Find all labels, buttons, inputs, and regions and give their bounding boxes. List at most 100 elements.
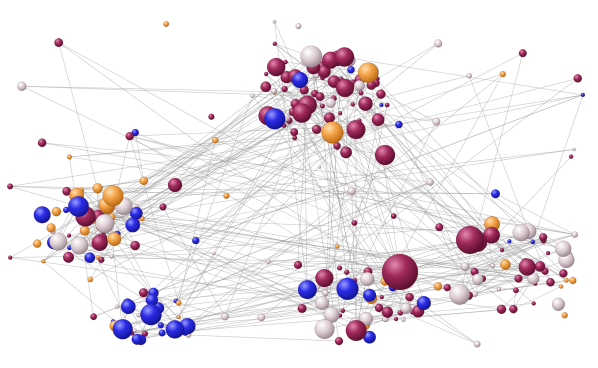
network-edge — [301, 117, 340, 342]
orange-node — [561, 312, 568, 319]
blue-node — [490, 189, 501, 199]
orange-node — [66, 154, 73, 160]
blue-node — [157, 322, 165, 329]
light-node — [272, 19, 277, 24]
purple-node — [381, 253, 419, 291]
light-node — [471, 273, 484, 286]
orange-node — [175, 299, 182, 306]
purple-node — [435, 223, 444, 232]
blue-node — [131, 128, 140, 137]
light-node — [212, 251, 216, 256]
purple-node — [297, 303, 307, 314]
purple-node — [91, 234, 108, 252]
purple-node — [66, 233, 72, 238]
purple-node — [319, 103, 326, 109]
light-node — [360, 271, 375, 287]
light-node — [321, 289, 329, 297]
network-edge — [111, 235, 123, 330]
network-edge — [90, 52, 523, 280]
orange-node — [569, 276, 577, 285]
orange-node — [102, 185, 124, 207]
network-edge — [345, 60, 350, 153]
orange-node — [211, 136, 219, 144]
light-node — [555, 240, 572, 257]
network-edge — [101, 213, 533, 279]
light-node — [250, 93, 255, 98]
network-edge — [495, 193, 576, 235]
light-node — [314, 319, 335, 340]
network-edge — [184, 73, 503, 333]
light-node — [460, 262, 470, 271]
blue-node — [530, 239, 536, 245]
network-edge — [322, 77, 488, 233]
orange-node — [41, 259, 46, 264]
light-node — [434, 39, 443, 48]
network-edge — [104, 67, 314, 224]
orange-node — [51, 206, 62, 217]
purple-node — [334, 47, 355, 67]
network-edge — [284, 88, 503, 251]
network-edge — [135, 132, 355, 224]
purple-node — [371, 113, 385, 127]
light-node — [49, 232, 68, 251]
purple-node — [405, 292, 414, 302]
network-edge — [117, 111, 294, 242]
light-node — [512, 224, 530, 242]
blue-node — [416, 295, 431, 311]
network-edge — [459, 248, 564, 295]
orange-node — [357, 62, 379, 83]
purple-node — [390, 212, 397, 219]
network-edge — [351, 190, 357, 331]
purple-node — [496, 304, 507, 315]
purple-node — [292, 135, 298, 141]
network-edge — [151, 246, 338, 301]
network-edge — [477, 232, 522, 280]
purple-node — [384, 102, 390, 108]
purple-node — [539, 232, 548, 242]
blue-node — [125, 217, 141, 233]
purple-node — [559, 269, 568, 278]
purple-node — [292, 103, 312, 123]
orange-node — [87, 276, 94, 283]
purple-node — [397, 309, 404, 316]
orange-node — [223, 192, 230, 199]
light-node — [94, 213, 115, 234]
network-edge — [21, 86, 321, 97]
orange-node — [433, 282, 443, 291]
purple-node — [343, 269, 350, 276]
blue-node — [580, 92, 586, 98]
network-edge — [487, 232, 564, 274]
network-edge — [464, 236, 544, 267]
purple-node — [335, 78, 355, 98]
purple-node — [272, 41, 278, 47]
network-edge — [459, 53, 524, 295]
network-edge — [324, 154, 386, 279]
network-edge — [213, 253, 366, 326]
network-edge — [178, 140, 216, 303]
orange-node — [79, 225, 90, 236]
network-edge — [69, 137, 295, 158]
light-node — [496, 286, 502, 292]
network-edge — [274, 21, 394, 288]
network-edge — [339, 113, 484, 279]
network-edge — [78, 129, 357, 207]
blue-node — [363, 288, 377, 302]
light-node — [221, 312, 229, 321]
purple-node — [260, 81, 272, 93]
network-edge — [398, 78, 578, 125]
orange-node — [107, 232, 122, 247]
light-node — [426, 178, 434, 186]
node-layer — [7, 19, 586, 348]
network-edge — [261, 78, 578, 318]
light-node — [295, 23, 302, 30]
light-node — [571, 231, 579, 238]
orange-node — [46, 223, 56, 233]
purple-node — [7, 183, 14, 190]
blue-node — [67, 195, 89, 217]
network-edge — [267, 115, 478, 243]
orange-node — [92, 183, 103, 194]
blue-node — [165, 320, 185, 339]
network-edge — [493, 235, 567, 281]
network-edge — [78, 73, 503, 207]
purple-node — [336, 265, 343, 271]
